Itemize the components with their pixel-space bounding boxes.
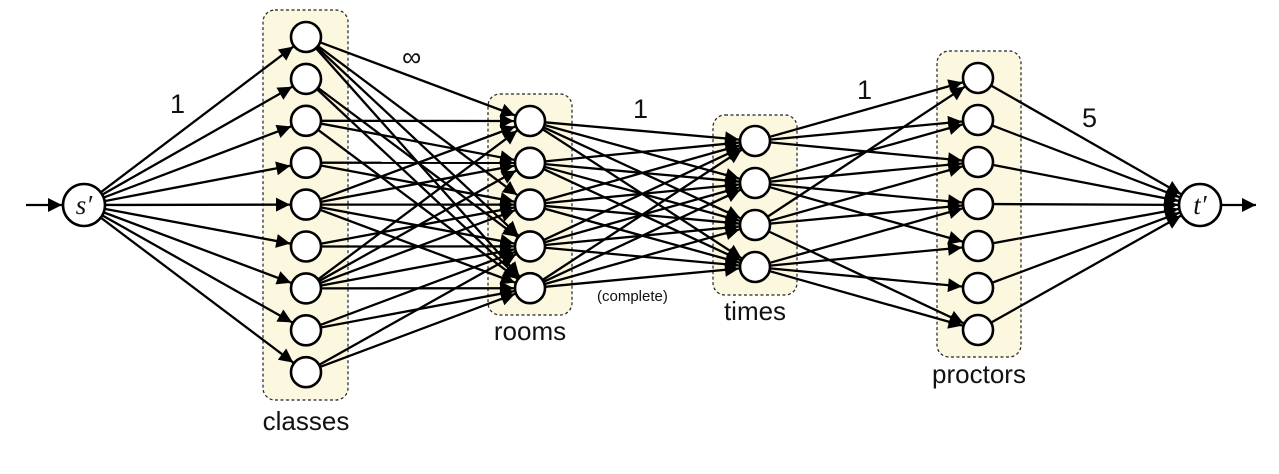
edge-time-4-proctor-6 — [769, 267, 963, 293]
edge-proctor-3-sink — [992, 163, 1179, 206]
sink-node — [1177, 182, 1223, 228]
proctor-node-5 — [961, 229, 995, 263]
edge-room-5-time-1 — [541, 148, 743, 281]
proctor-node-1 — [961, 61, 995, 95]
classes-label: classes — [263, 406, 350, 436]
class-node-8 — [289, 313, 323, 347]
proctor-node-7 — [961, 313, 995, 347]
capacity-label-source-classes: 1 — [170, 89, 185, 119]
class-node-1 — [289, 20, 323, 54]
edge-source-class-8 — [101, 214, 293, 324]
proctor-node-2 — [961, 103, 995, 137]
room-node-3 — [513, 188, 547, 221]
edge-proctor-6-sink — [991, 211, 1180, 284]
edge-source-class-6 — [104, 207, 291, 248]
edge-room-3-time-1 — [544, 142, 740, 202]
edge-class-5-room-1 — [319, 124, 516, 201]
edge-class-7-room-3 — [319, 208, 516, 285]
time-node-4 — [738, 250, 772, 284]
edge-class-1-room-1 — [319, 41, 516, 118]
edge-class-7-room-4 — [320, 245, 515, 287]
class-node-7 — [289, 272, 323, 305]
edge-room-2-time-1 — [544, 136, 740, 163]
proctor-node-6 — [961, 271, 995, 305]
edge-source-class-9 — [100, 216, 294, 364]
edge-time-1-proctor-1 — [769, 79, 963, 139]
proctors-label: proctors — [932, 359, 1026, 389]
edge-proctor-2-sink — [991, 124, 1180, 199]
time-node-1 — [738, 124, 772, 158]
complete-note: (complete) — [597, 288, 668, 305]
edge-class-7-room-2 — [318, 169, 517, 283]
edge-class-9-room-5 — [319, 292, 516, 369]
class-node-6 — [289, 230, 323, 263]
edge-time-4-proctor-5 — [769, 241, 963, 267]
room-node-4 — [513, 230, 547, 263]
class-node-5 — [289, 188, 323, 221]
edge-time-4-proctor-7 — [769, 269, 963, 329]
edge-class-3-room-2 — [320, 122, 515, 165]
class-node-9 — [289, 355, 323, 389]
edge-room-1-time-1 — [544, 121, 740, 146]
edge-proctor-7-sink — [990, 214, 1182, 324]
edge-proctor-5-sink — [992, 204, 1179, 245]
edge-source-class-7 — [103, 211, 292, 285]
edge-source-class-4 — [104, 161, 291, 203]
edge-time-2-proctor-3 — [769, 157, 963, 183]
edge-class-5-room-2 — [320, 161, 515, 203]
edge-source-class-2 — [101, 85, 293, 196]
edge-room-4-time-1 — [543, 146, 741, 242]
edge-proctor-1-sink — [990, 84, 1182, 196]
nodes-layer: s′ t′ — [61, 20, 1223, 389]
proctor-node-3 — [961, 145, 995, 179]
room-node-1 — [513, 104, 547, 138]
proctor-node-4 — [961, 187, 995, 221]
capacity-label-rooms-times: 1 — [633, 94, 648, 124]
class-node-3 — [289, 104, 323, 138]
source-node — [61, 182, 107, 228]
time-node-2 — [738, 166, 772, 200]
room-node-2 — [513, 146, 547, 180]
edge-room-5-time-4 — [544, 262, 740, 288]
room-node-5 — [513, 271, 547, 305]
sink-label: t′ — [1193, 190, 1208, 220]
edge-class-9-room-4 — [318, 253, 517, 366]
edge-time-3-proctor-4 — [769, 199, 963, 225]
time-node-3 — [738, 208, 772, 242]
edges-layer — [26, 41, 1256, 369]
edge-source-class-3 — [103, 124, 292, 199]
times-label: times — [724, 296, 786, 326]
source-label: s′ — [76, 190, 94, 220]
class-node-4 — [289, 146, 323, 179]
edge-class-8-room-4 — [319, 250, 516, 327]
edge-proctor-4-sink — [992, 197, 1179, 212]
rooms-label: rooms — [494, 316, 566, 346]
edge-time-1-proctor-2 — [769, 115, 963, 141]
capacity-label-proctors-sink: 5 — [1082, 103, 1097, 133]
edge-time-3-proctor-3 — [769, 163, 963, 223]
class-node-2 — [289, 62, 323, 96]
edge-room-5-time-3 — [544, 226, 740, 286]
edge-source-class-1 — [100, 45, 294, 194]
edge-time-4-proctor-4 — [769, 205, 963, 265]
capacity-label-classes-rooms: ∞ — [402, 42, 421, 72]
edge-class-7-room-1 — [317, 129, 518, 281]
edge-room-5-time-2 — [543, 188, 741, 283]
edge-time-3-proctor-1 — [766, 85, 966, 218]
capacity-label-times-proctors: 1 — [857, 75, 872, 105]
